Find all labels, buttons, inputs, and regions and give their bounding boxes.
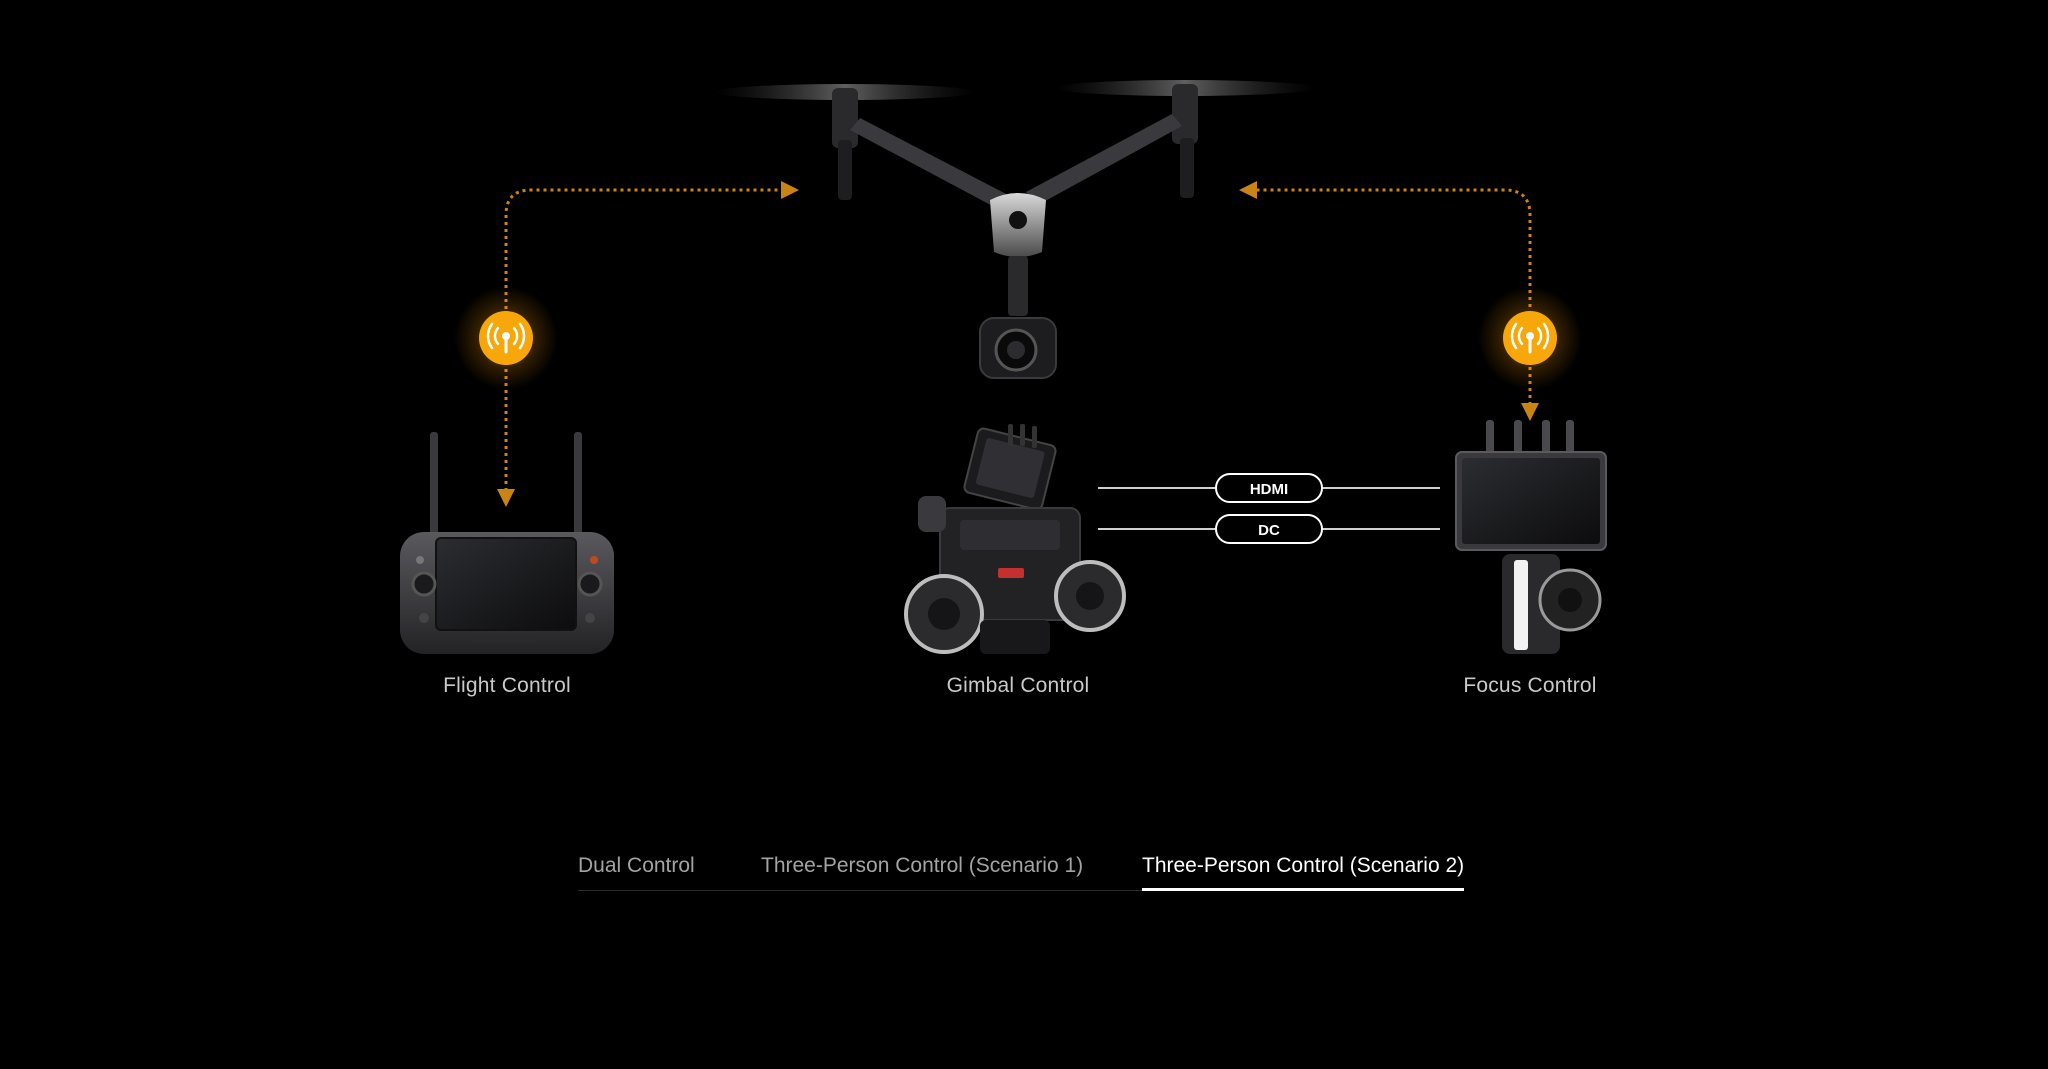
dc-label: DC [1258, 522, 1280, 539]
hdmi-label: HDMI [1250, 481, 1288, 498]
flight-link-line [497, 181, 799, 507]
focus-control-label: Focus Control [1463, 674, 1597, 697]
dc-label-pill [1215, 514, 1323, 544]
hdmi-label-pill [1215, 473, 1323, 503]
flight-control-label: Flight Control [443, 674, 571, 697]
focus-link-line [1239, 181, 1539, 421]
focus-controller-image [1455, 420, 1607, 654]
scenario-tab-bar: Dual Control Three-Person Control (Scena… [578, 842, 1465, 891]
gimbal-controller-image [904, 424, 1126, 654]
dc-cable-line: DC [1098, 514, 1440, 544]
gimbal-control-label: Gimbal Control [946, 674, 1090, 697]
wireless-signal-icon [454, 286, 558, 390]
wireless-signal-icon [1478, 286, 1582, 390]
tab-dual-control[interactable]: Dual Control [578, 842, 695, 890]
tab-three-person-scenario-1[interactable]: Three-Person Control (Scenario 1) [761, 842, 1083, 890]
hdmi-cable-line: HDMI [1098, 473, 1440, 503]
drone-image [715, 80, 1315, 379]
remote-controller-image [400, 432, 614, 654]
tab-three-person-scenario-2[interactable]: Three-Person Control (Scenario 2) [1142, 842, 1465, 891]
